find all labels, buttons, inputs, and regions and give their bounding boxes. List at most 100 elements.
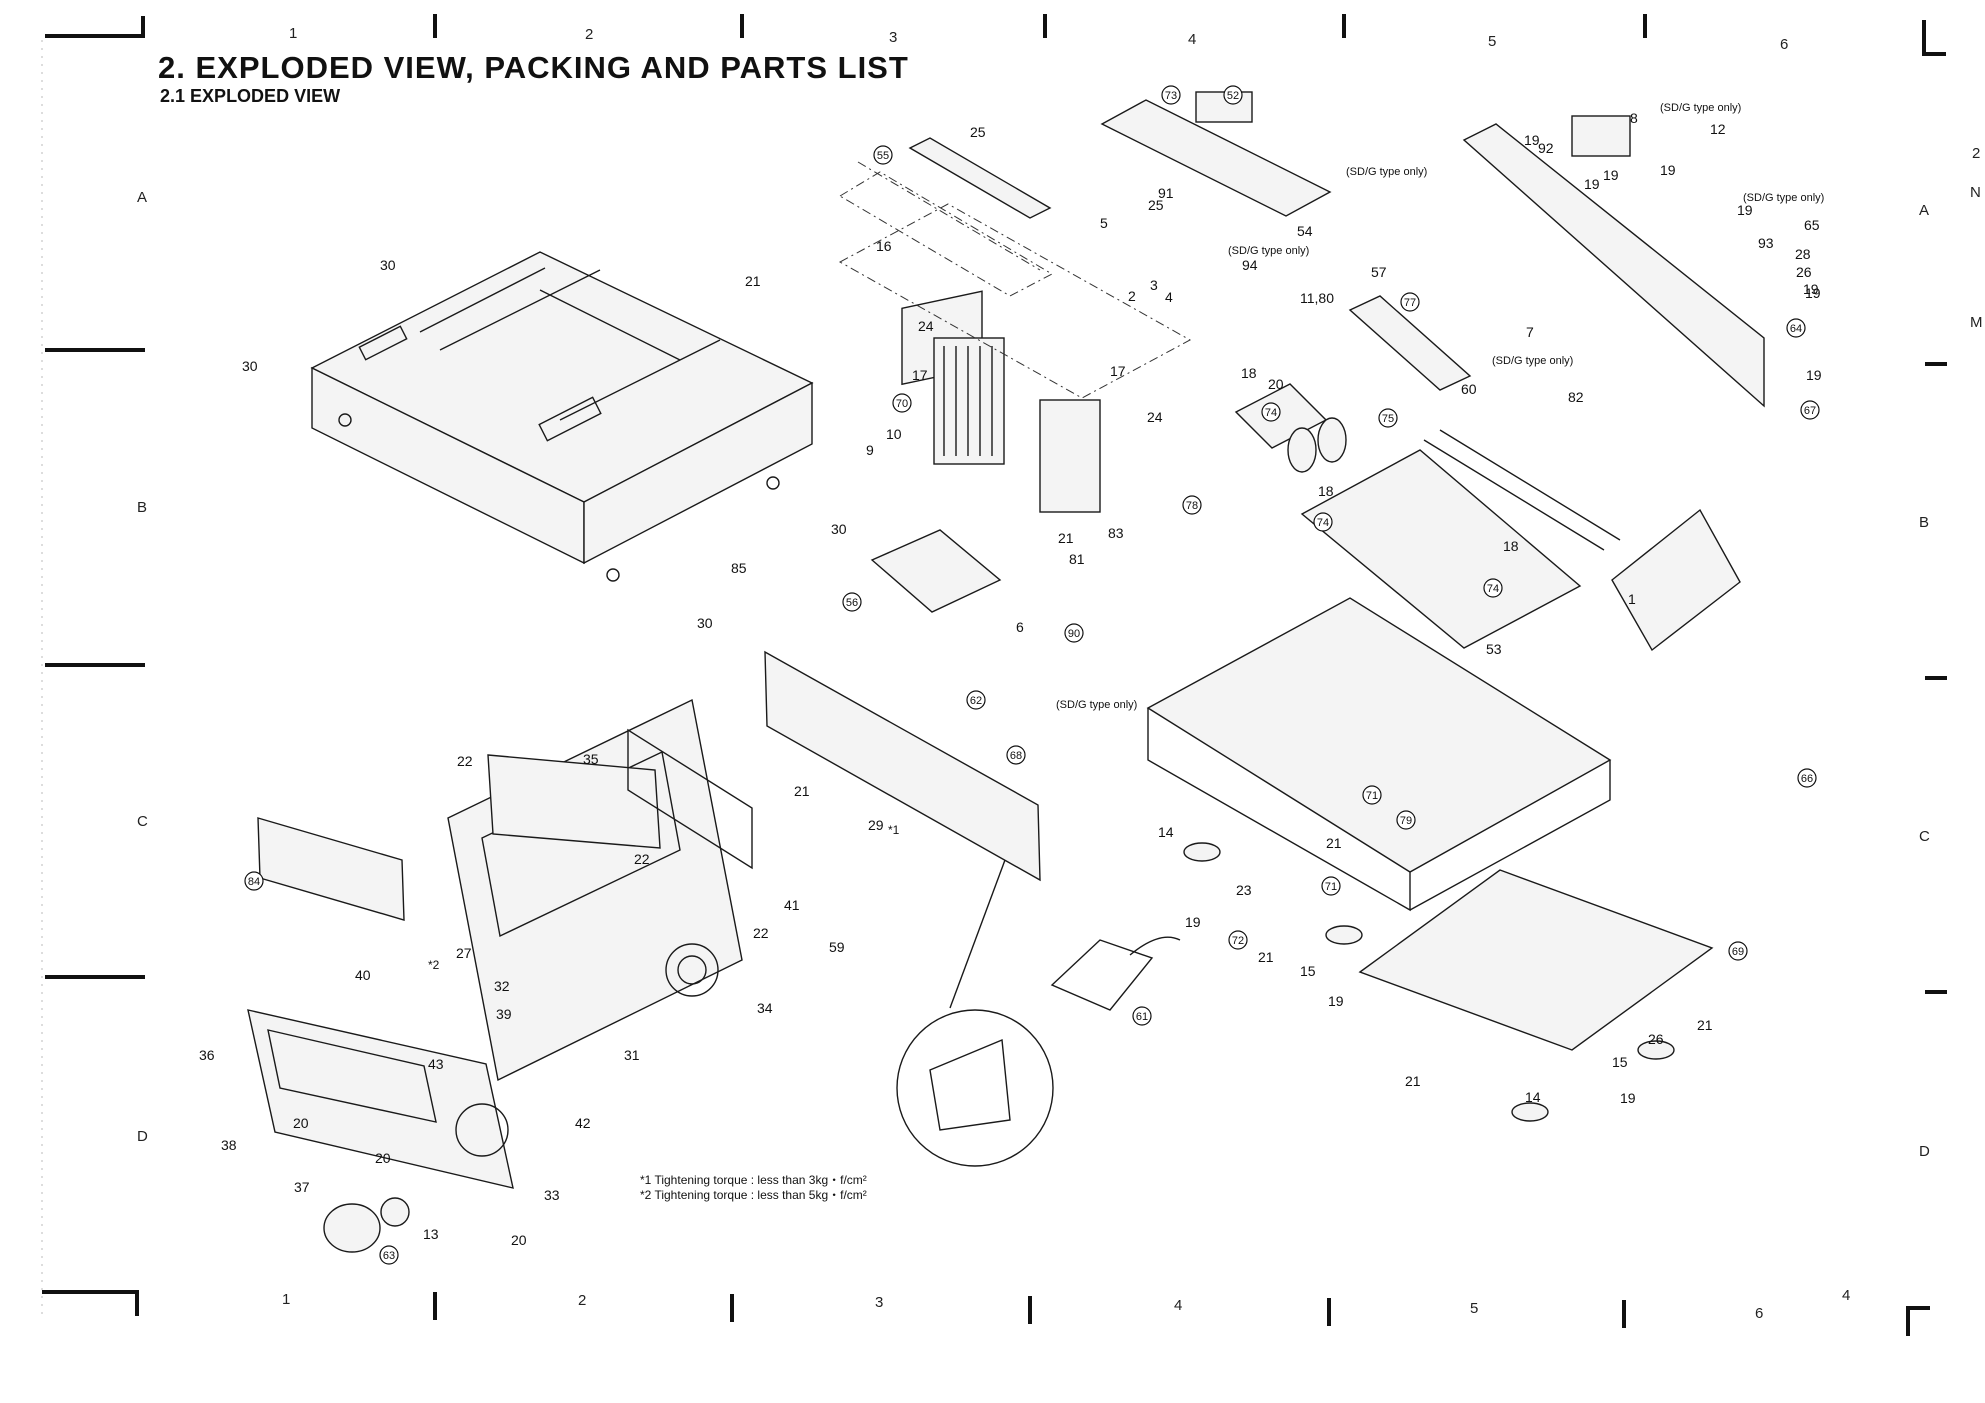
frame-tick bbox=[730, 1294, 734, 1322]
foot bbox=[1511, 1102, 1549, 1122]
grid-row-label: D bbox=[1919, 1143, 1930, 1160]
part-callout: 19 bbox=[1803, 281, 1819, 297]
circled-part-callout: 62 bbox=[966, 690, 986, 710]
callout-number: 66 bbox=[1801, 773, 1813, 785]
part-callout: 23 bbox=[1236, 882, 1252, 898]
pcb-components bbox=[1423, 429, 1621, 551]
callout-number: 71 bbox=[1325, 881, 1337, 893]
heat-sink-fins bbox=[943, 346, 993, 456]
display-filter-35 bbox=[487, 754, 661, 849]
part-callout: 43 bbox=[428, 1056, 444, 1072]
asterisk-mark: *1 bbox=[888, 823, 900, 837]
callout-circle bbox=[1006, 745, 1026, 765]
grid-columns-bottom: 1 2 3 4 5 6 4 bbox=[282, 1287, 1850, 1322]
callout-circle bbox=[1400, 292, 1420, 312]
circled-part-callout: 69 bbox=[1728, 941, 1748, 961]
main-board bbox=[1300, 429, 1621, 649]
top-cover-right-side bbox=[583, 381, 813, 565]
part-callout: 1 bbox=[1628, 591, 1636, 607]
subchassis-plate bbox=[764, 650, 1041, 882]
frame-marks bbox=[41, 14, 1947, 1336]
part-callout: 25 bbox=[1148, 197, 1164, 213]
part-callout: 19 bbox=[1737, 202, 1753, 218]
callout-circle bbox=[1378, 408, 1398, 428]
page-heading: 2. EXPLODED VIEW, PACKING AND PARTS LIST bbox=[158, 50, 909, 86]
foot bbox=[1637, 1040, 1675, 1060]
circled-part-callout: 84 bbox=[244, 871, 264, 891]
chassis-floor bbox=[1146, 597, 1612, 873]
frame-tick bbox=[1925, 676, 1947, 680]
callout-circle bbox=[1313, 512, 1333, 532]
part-callout: 57 bbox=[1371, 264, 1387, 280]
callout-number: 90 bbox=[1068, 628, 1080, 640]
part-callout: 35 bbox=[583, 751, 599, 767]
callout-circle bbox=[966, 690, 986, 710]
part-callout: 21 bbox=[1326, 835, 1342, 851]
potentiometer bbox=[380, 1197, 410, 1227]
region-note: (SD/G type only) bbox=[1660, 102, 1741, 114]
callout-number: 70 bbox=[896, 398, 908, 410]
part-callout: 19 bbox=[1328, 993, 1344, 1009]
callout-number: 68 bbox=[1010, 750, 1022, 762]
cord-strain-relief bbox=[1050, 939, 1154, 1011]
part-callout: 13 bbox=[423, 1226, 439, 1242]
callout-circle bbox=[1064, 623, 1084, 643]
callout-circle bbox=[1321, 876, 1341, 896]
frame-tick bbox=[1622, 1300, 1626, 1328]
part-callout: 9 bbox=[866, 442, 874, 458]
part-callout: 30 bbox=[831, 521, 847, 537]
part-callout: 15 bbox=[1300, 963, 1316, 979]
part-callout: 22 bbox=[634, 851, 650, 867]
frame-tick bbox=[45, 975, 145, 979]
callout-circle bbox=[1800, 400, 1820, 420]
part-callout: 19 bbox=[1620, 1090, 1636, 1106]
grid-col-label: 5 bbox=[1488, 33, 1496, 50]
part-callout: 38 bbox=[221, 1137, 237, 1153]
part-callout: 28 bbox=[1795, 246, 1811, 262]
grid-col-label: 5 bbox=[1470, 1300, 1478, 1317]
torque-note: *2 Tightening torque : less than 5kg・f/c… bbox=[640, 1188, 867, 1202]
callout-number: 62 bbox=[970, 695, 982, 707]
part-callout: 27 bbox=[456, 945, 472, 961]
part-callout: 18 bbox=[1318, 483, 1334, 499]
part-callout: 21 bbox=[1697, 1017, 1713, 1033]
part-callout: 19 bbox=[1806, 367, 1822, 383]
part-callout: 22 bbox=[753, 925, 769, 941]
callout-number: 55 bbox=[877, 150, 889, 162]
part-callout: 81 bbox=[1069, 551, 1085, 567]
leader-dashed bbox=[857, 161, 1041, 271]
callout-number: 79 bbox=[1400, 815, 1412, 827]
face-knob-opening bbox=[455, 1103, 509, 1157]
part-callout: 3 bbox=[1150, 277, 1158, 293]
region-note: (SD/G type only) bbox=[1743, 192, 1824, 204]
part-callout: 6 bbox=[1016, 619, 1024, 635]
detail-bracket bbox=[929, 1038, 1011, 1131]
part-callout: 7 bbox=[1526, 324, 1534, 340]
grid-col-label: 1 bbox=[289, 25, 297, 42]
callout-number: 56 bbox=[846, 597, 858, 609]
margin-fragment: 2 bbox=[1972, 145, 1980, 162]
part-callout: 54 bbox=[1297, 223, 1313, 239]
part-callout: 12 bbox=[1710, 121, 1726, 137]
callout-number: 72 bbox=[1232, 935, 1244, 947]
frame-tick bbox=[1925, 990, 1947, 994]
callout-number: 71 bbox=[1366, 790, 1378, 802]
part-callout: 37 bbox=[294, 1179, 310, 1195]
region-note: (SD/G type only) bbox=[1228, 245, 1309, 257]
front-panel-face bbox=[247, 1009, 514, 1189]
callout-circle bbox=[873, 145, 893, 165]
circled-part-callout: 75 bbox=[1378, 408, 1398, 428]
power-cord bbox=[1050, 936, 1181, 1011]
frame-tick bbox=[135, 1290, 139, 1316]
part-callout: 20 bbox=[293, 1115, 309, 1131]
circled-part-callout: 77 bbox=[1400, 292, 1420, 312]
part-callout: 53 bbox=[1486, 641, 1502, 657]
callout-circle bbox=[1223, 85, 1243, 105]
detail-magnifier bbox=[896, 859, 1054, 1167]
screw-hole bbox=[766, 476, 780, 490]
grid-rows: A B C D A B C D bbox=[137, 189, 1930, 1160]
frame-tick bbox=[1925, 362, 1947, 366]
part-callout: 32 bbox=[494, 978, 510, 994]
